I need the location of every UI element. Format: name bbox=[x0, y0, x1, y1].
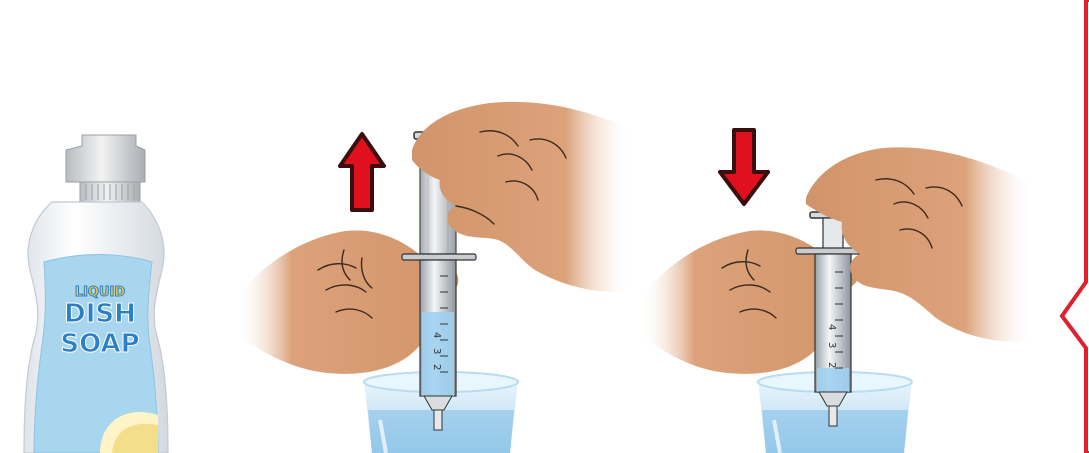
bottle-cap bbox=[66, 135, 145, 182]
scale-mark-3: 3 bbox=[431, 348, 442, 354]
label-liquid: LIQUID bbox=[75, 285, 126, 300]
arrow-up-icon bbox=[340, 134, 384, 210]
panel-draw-up: 4 3 2 bbox=[236, 102, 632, 453]
scale-mark-2: 2 bbox=[431, 364, 442, 370]
dish-soap-bottle: LIQUID DISH SOAP bbox=[24, 135, 168, 453]
speech-bubble-edge bbox=[1062, 0, 1089, 453]
scale-mark-3: 3 bbox=[826, 342, 837, 348]
arrow-down-icon bbox=[720, 130, 768, 204]
label-soap: SOAP bbox=[60, 329, 139, 359]
scale-mark-4: 4 bbox=[826, 324, 837, 330]
scale-mark-4: 4 bbox=[431, 332, 442, 338]
panel-push-down: 4 3 2 bbox=[640, 130, 1034, 453]
scale-mark-2: 2 bbox=[826, 362, 837, 368]
label-dish: DISH bbox=[64, 299, 136, 329]
